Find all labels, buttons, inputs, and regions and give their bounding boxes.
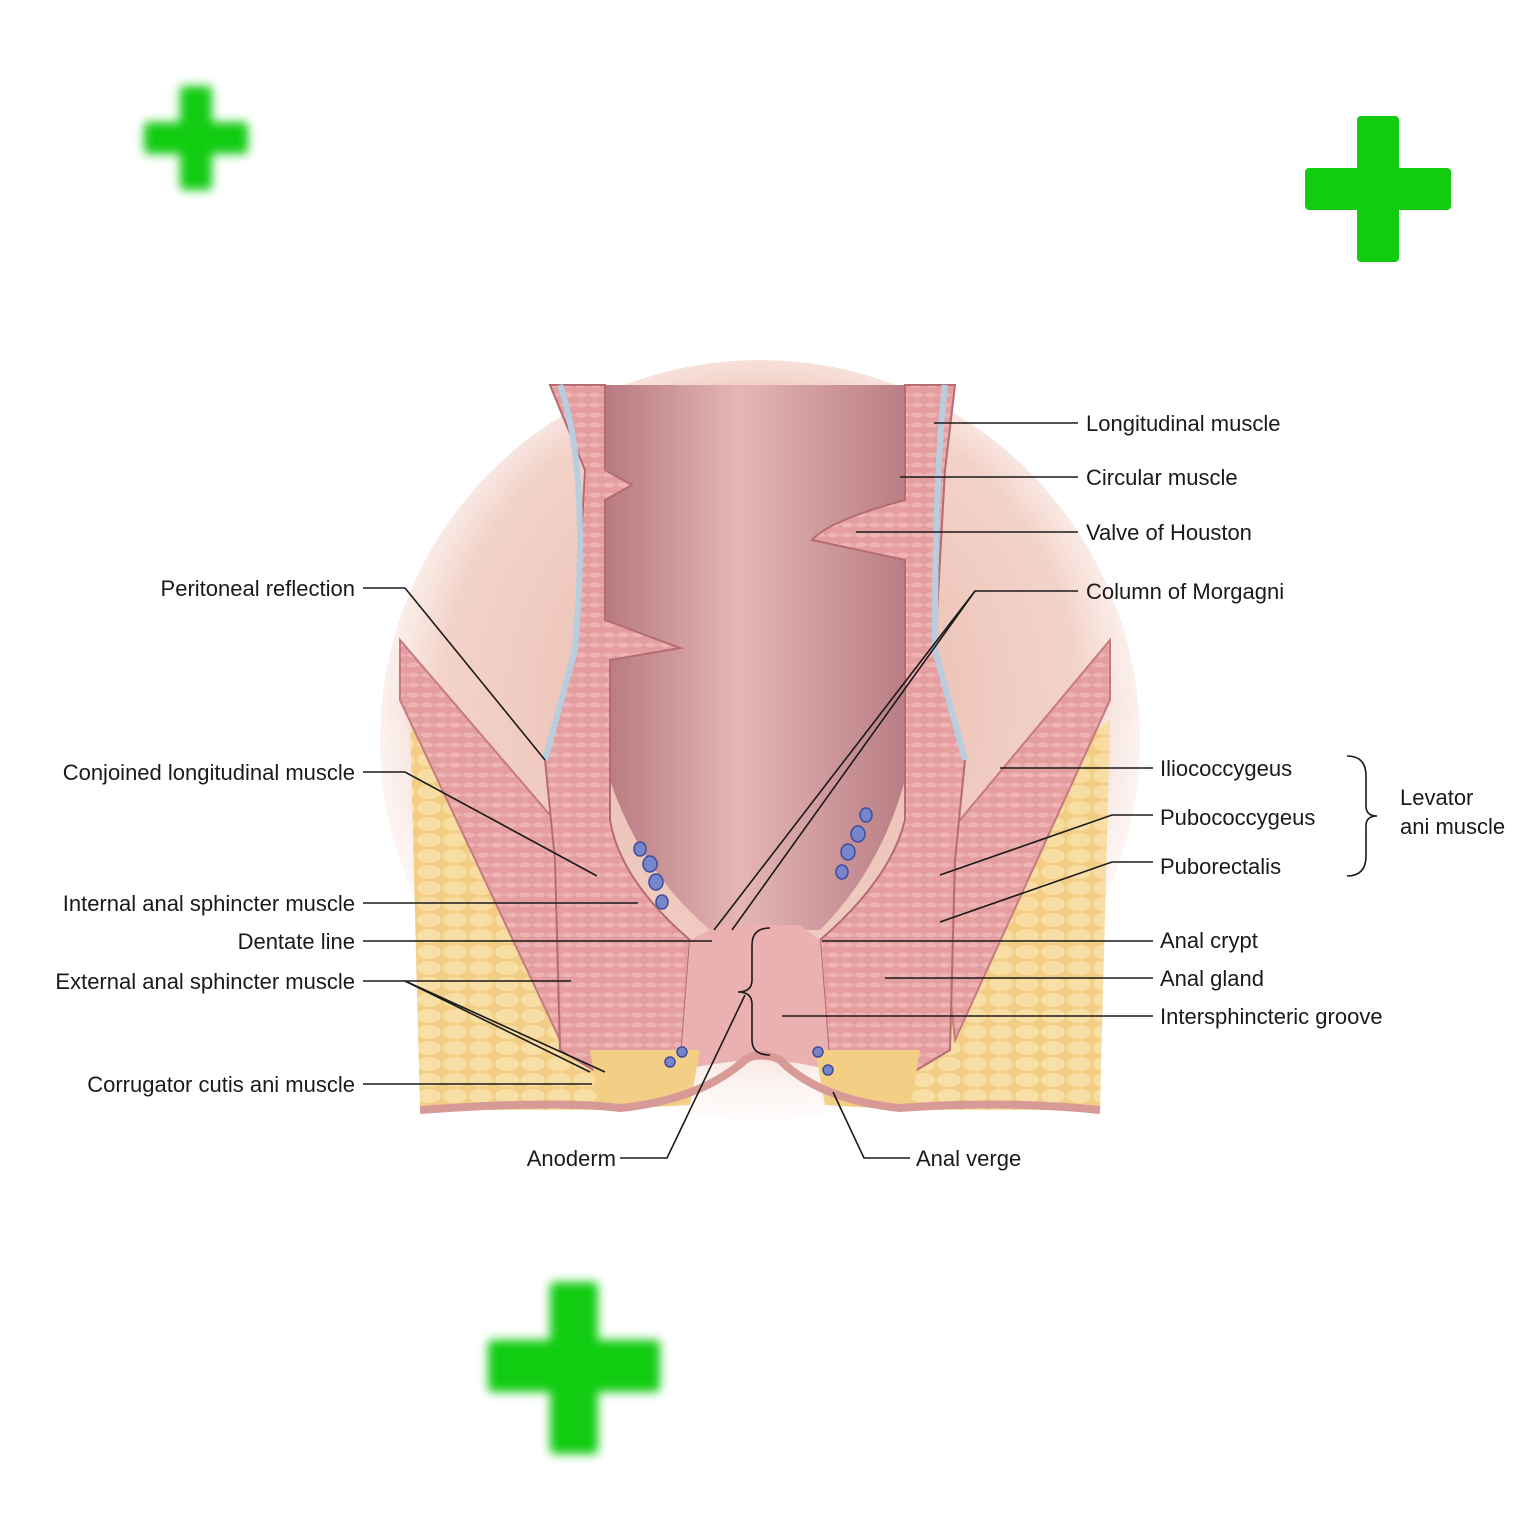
label-puborectalis: Puborectalis	[1160, 854, 1281, 879]
label-dentate-line: Dentate line	[238, 929, 355, 954]
label-corrugator-cutis-ani: Corrugator cutis ani muscle	[87, 1072, 355, 1097]
label-anal-gland: Anal gland	[1160, 966, 1264, 991]
label-peritoneal-reflection: Peritoneal reflection	[161, 576, 355, 601]
label-circular-muscle: Circular muscle	[1086, 465, 1238, 490]
levator-brace	[1347, 756, 1377, 876]
label-anal-crypt: Anal crypt	[1160, 928, 1258, 953]
label-column-of-morgagni: Column of Morgagni	[1086, 579, 1284, 604]
label-intersphincteric-groove: Intersphincteric groove	[1160, 1004, 1383, 1029]
label-longitudinal-muscle: Longitudinal muscle	[1086, 411, 1280, 436]
label-pubococcygeus: Pubococcygeus	[1160, 805, 1315, 830]
rectal-lumen	[605, 385, 905, 930]
label-anal-verge: Anal verge	[916, 1146, 1021, 1171]
label-levator-line2: ani muscle	[1400, 814, 1505, 839]
anal-canal	[680, 925, 830, 1070]
label-valve-of-houston: Valve of Houston	[1086, 520, 1252, 545]
label-internal-anal-sphincter: Internal anal sphincter muscle	[63, 891, 355, 916]
label-anoderm: Anoderm	[527, 1146, 616, 1171]
label-external-anal-sphincter: External anal sphincter muscle	[55, 969, 355, 994]
label-iliococcygeus: Iliococcygeus	[1160, 756, 1292, 781]
label-levator-line1: Levator	[1400, 785, 1473, 810]
label-conjoined-longitudinal-muscle: Conjoined longitudinal muscle	[63, 760, 355, 785]
